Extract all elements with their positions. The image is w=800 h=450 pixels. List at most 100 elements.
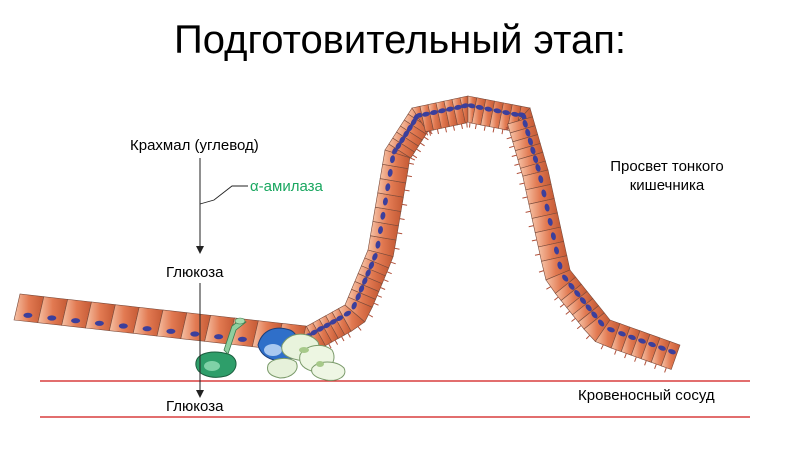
microvilli <box>399 218 405 220</box>
cell-nucleus <box>535 164 541 172</box>
microvilli <box>394 247 400 250</box>
cell-nucleus <box>532 155 539 164</box>
microvilli <box>404 189 410 192</box>
cell-nucleus <box>493 108 502 114</box>
cell-nucleus <box>658 345 666 351</box>
microvilli <box>420 142 425 147</box>
cell-nucleus <box>382 197 388 206</box>
cell-nucleus <box>378 226 383 235</box>
cell-nucleus <box>527 137 533 146</box>
microvilli <box>436 128 439 135</box>
microvilli <box>416 148 421 153</box>
cell-nucleus <box>638 338 646 344</box>
microvilli <box>402 203 408 206</box>
slide-title: Подготовительный этап: <box>174 18 626 62</box>
microvilli <box>531 239 537 242</box>
cell-nucleus <box>387 168 393 177</box>
microvilli <box>492 127 495 133</box>
cell-nucleus <box>310 329 318 336</box>
cell-nucleus <box>329 318 337 325</box>
cell-nucleus <box>375 240 381 249</box>
microvilli <box>600 344 604 350</box>
microvilli <box>452 125 455 131</box>
microvilli <box>460 123 463 130</box>
cell-nucleus <box>362 277 368 285</box>
microvilli <box>406 175 412 178</box>
microvilli <box>525 210 531 213</box>
cell-nucleus <box>554 246 559 255</box>
cell-nucleus <box>214 334 224 340</box>
microvilli <box>444 127 447 133</box>
cell-nucleus <box>399 136 406 144</box>
cell-nucleus <box>618 331 626 337</box>
cell-nucleus <box>390 155 395 164</box>
enzyme-label: α-амилаза <box>250 178 323 195</box>
cell-nucleus <box>522 119 528 128</box>
microvilli <box>383 279 389 283</box>
cell-nucleus <box>502 110 511 116</box>
microvilli <box>503 128 510 131</box>
microvilli <box>408 162 415 165</box>
cell-nucleus <box>648 341 656 348</box>
microvilli <box>546 286 551 290</box>
cell-nucleus <box>460 103 469 109</box>
cell-nucleus <box>538 175 544 184</box>
cell-nucleus <box>597 319 605 327</box>
microvilli <box>397 232 403 235</box>
cell-nucleus <box>484 106 493 112</box>
cell-nucleus <box>351 301 357 310</box>
arrow-starch-to-glucose <box>196 158 204 254</box>
enzyme-pointer <box>199 185 248 205</box>
cell-nucleus <box>628 334 636 341</box>
goblet-cell <box>195 317 247 378</box>
microvilli <box>386 271 392 275</box>
cell-nucleus <box>372 252 378 261</box>
cell-nucleus <box>530 146 536 155</box>
microvilli <box>559 303 565 308</box>
microvilli <box>341 336 345 342</box>
cell-nucleus <box>421 111 430 117</box>
microvilli <box>664 367 667 373</box>
microvilli <box>511 154 517 157</box>
cell-nucleus <box>71 318 81 324</box>
cell-nucleus <box>525 128 531 137</box>
villus-cell <box>660 341 681 370</box>
microvilli <box>509 145 515 149</box>
microvilli <box>483 125 486 131</box>
glucose-label-bottom: Глюкоза <box>166 398 224 415</box>
microvilli <box>516 171 522 175</box>
microvilli <box>390 261 396 265</box>
cell-nucleus <box>544 203 550 212</box>
cell-nucleus <box>358 284 365 293</box>
cell-nucleus <box>323 322 331 329</box>
cell-nucleus <box>403 130 410 138</box>
cell-nucleus <box>550 232 556 241</box>
microvilli <box>506 136 512 140</box>
cell-nucleus <box>475 104 484 110</box>
microvilli <box>469 122 471 128</box>
cell-nucleus <box>343 310 352 317</box>
microvilli <box>571 318 576 322</box>
cell-nucleus <box>445 106 454 112</box>
cell-nucleus <box>547 217 553 226</box>
cell-nucleus <box>568 282 575 290</box>
cell-nucleus <box>380 211 386 220</box>
microvilli <box>423 136 429 141</box>
microvilli <box>565 310 571 315</box>
cell-nucleus <box>316 326 325 332</box>
cell-nucleus <box>591 311 598 319</box>
microvilli <box>328 343 332 349</box>
microvilli <box>334 339 339 345</box>
cell-nucleus <box>406 124 413 132</box>
cell-nucleus <box>467 103 476 109</box>
microvilli <box>534 253 541 256</box>
cell-nucleus <box>365 269 371 277</box>
microvilli <box>428 130 431 136</box>
cell-cluster <box>257 327 346 381</box>
cell-nucleus <box>118 323 128 329</box>
microvilli <box>624 353 627 359</box>
microvilli <box>410 157 416 161</box>
lumen-label: Просвет тонкого кишечника <box>610 158 724 194</box>
cell-nucleus <box>562 274 569 282</box>
microvilli <box>501 129 504 135</box>
